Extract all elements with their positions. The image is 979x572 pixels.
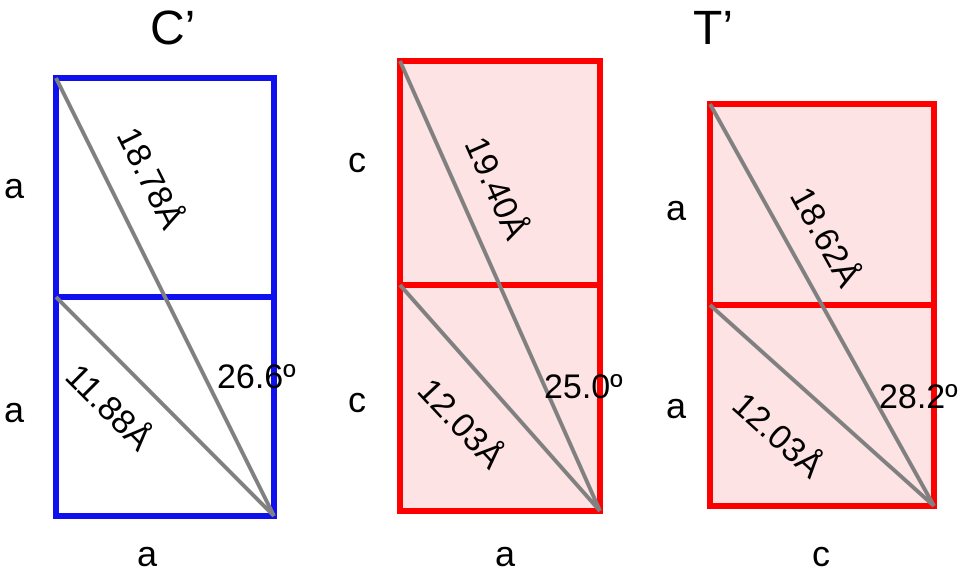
short-diagonal	[54, 295, 276, 518]
bottom-label: c	[812, 533, 830, 572]
short-diagonal	[708, 303, 936, 508]
side-label-bottom: c	[348, 379, 366, 420]
short-diagonal	[398, 283, 602, 513]
panel-c-prime: a a a 18.78Å 11.88Å 26.6º	[4, 75, 296, 572]
angle-label: 25.0º	[544, 368, 623, 406]
angle-label: 26.6º	[217, 358, 296, 396]
long-diagonal	[398, 60, 602, 512]
long-diagonal-label: 18.78Å	[109, 121, 191, 235]
side-label-bottom: a	[666, 385, 687, 426]
panel-t-prime: a a c 18.62Å 12.03Å 28.2º	[666, 101, 958, 572]
side-label-top: a	[4, 165, 25, 206]
panel-middle: c c a 19.40Å 12.03Å 25.0º	[348, 58, 623, 572]
short-diagonal-label: 11.88Å	[58, 357, 160, 459]
angle-label: 28.2º	[879, 378, 958, 416]
title-t-prime: T’	[693, 2, 733, 55]
side-label-bottom: a	[4, 389, 25, 430]
bottom-label: a	[495, 533, 516, 572]
long-diagonal	[54, 77, 276, 517]
title-c-prime: C’	[150, 2, 195, 55]
bottom-label: a	[137, 533, 158, 572]
side-label-top: a	[666, 187, 687, 228]
side-label-top: c	[348, 139, 366, 180]
long-diagonal	[708, 103, 936, 507]
